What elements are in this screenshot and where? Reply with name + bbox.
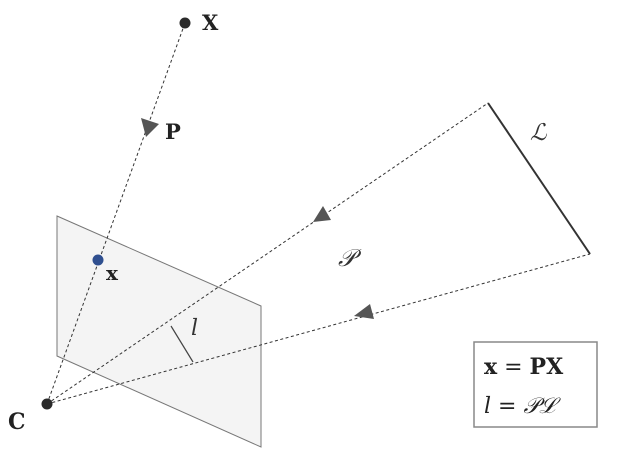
formula-box <box>473 341 598 428</box>
camera-center-label: C <box>8 409 26 435</box>
image-plane <box>56 215 262 448</box>
world-point-dot <box>179 17 191 29</box>
arrowhead-plane-upper <box>313 206 331 222</box>
formula-point-op: = <box>497 355 529 380</box>
arrowhead-P <box>141 118 159 137</box>
formula-point-projection: x = PX <box>484 354 564 380</box>
projection-matrix-label: P <box>165 119 181 144</box>
formula-point-rhs: PX <box>530 354 565 380</box>
formula-line-rhs: 𝒫ℒ <box>523 394 561 419</box>
line-3d <box>487 102 591 255</box>
image-point-label: x <box>106 261 119 285</box>
ray-C-to-L-bottom <box>46 253 591 405</box>
ray-C-to-X <box>46 22 186 405</box>
image-point-dot <box>92 254 104 266</box>
arrowhead-plane-lower <box>354 304 374 319</box>
image-line-label: l <box>191 316 198 341</box>
image-line-marker <box>170 325 194 363</box>
plane-label: 𝒫 <box>338 244 362 272</box>
formula-point-lhs: x <box>484 354 498 380</box>
formula-line-lhs: l <box>484 394 491 419</box>
ray-C-to-L-top <box>46 102 489 405</box>
camera-center-dot <box>41 398 53 410</box>
world-point-label: X <box>202 10 219 35</box>
formula-line-projection: l = 𝒫ℒ <box>484 394 561 419</box>
line-3d-label: ℒ <box>530 120 547 146</box>
formula-line-op: = <box>491 394 523 419</box>
